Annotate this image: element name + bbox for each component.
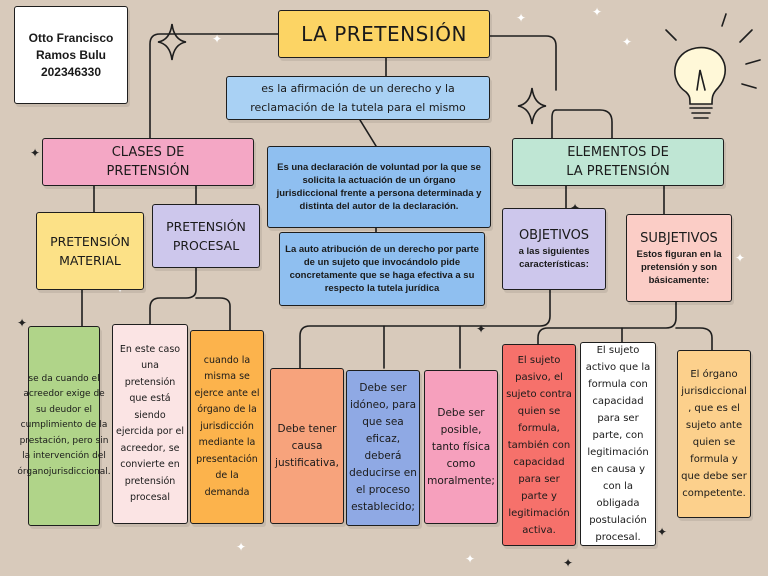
procesal-line2: PROCESAL xyxy=(172,238,240,253)
objetivos-item-posible: Debe ser posible, tanto física como mora… xyxy=(424,370,498,524)
objetivos-item-idoneo-text: Debe ser idóneo, para que sea eficaz, de… xyxy=(349,382,417,513)
classes-heading: CLASES DE PRETENSIÓN xyxy=(42,138,254,186)
procesal-description-a: En este caso una pretensión que está sie… xyxy=(112,324,188,524)
star-dot-icon: ✦ xyxy=(657,525,668,539)
star-dot-icon: ✦ xyxy=(592,5,603,19)
self-attribution-note-text: La auto atribución de un derecho por par… xyxy=(285,244,479,294)
elements-heading-line2: LA PRETENSIÓN xyxy=(566,164,670,179)
subjetivos-title: SUBJETIVOS xyxy=(640,230,718,246)
subjetivos-item-activo-text: El sujeto activo que la formula con capa… xyxy=(585,345,651,543)
material-description-text: se da cuando el acreedor exige de su deu… xyxy=(17,373,111,477)
self-attribution-note: La auto atribución de un derecho por par… xyxy=(279,232,485,306)
material-line1: PRETENSIÓN xyxy=(50,234,130,249)
sparkle-icon xyxy=(517,87,547,125)
star-dot-icon: ✦ xyxy=(236,540,247,554)
procesal-description-a-text: En este caso una pretensión que está sie… xyxy=(115,343,184,504)
subjetivos-item-organo: El órgano jurisdiccional , que es el suj… xyxy=(677,350,751,518)
declaration-note: Es una declaración de voluntad por la qu… xyxy=(267,146,491,228)
subjetivos-item-activo: El sujeto activo que la formula con capa… xyxy=(580,342,656,546)
star-dot-icon: ✦ xyxy=(476,322,487,336)
subjetivos-item-pasivo-text: El sujeto pasivo, el sujeto contra quien… xyxy=(506,354,572,536)
page-title-text: LA PRETENSIÓN xyxy=(301,22,467,46)
author-id: 202346330 xyxy=(40,64,102,79)
author-card: Otto Francisco Ramos Bulu 202346330 xyxy=(14,6,128,104)
classes-heading-line1: CLASES DE xyxy=(111,145,185,160)
author-name-line2: Ramos Bulu xyxy=(35,47,106,62)
material-line2: MATERIAL xyxy=(59,253,121,268)
procesal-description-b-text: cuando la misma se ejerce ante el órgano… xyxy=(194,354,260,498)
procesal-box: PRETENSIÓN PROCESAL xyxy=(152,204,260,268)
elements-heading-line1: ELEMENTOS DE xyxy=(567,145,669,160)
material-description: se da cuando el acreedor exige de su deu… xyxy=(17,326,111,526)
objetivos-box: OBJETIVOS a las siguientes característic… xyxy=(502,208,606,290)
definition-line1: es la afirmación de un derecho y la xyxy=(261,82,455,95)
subjetivos-item-pasivo: El sujeto pasivo, el sujeto contra quien… xyxy=(502,344,576,546)
star-dot-icon: ✦ xyxy=(212,32,223,46)
classes-heading-line2: PRETENSIÓN xyxy=(106,164,190,179)
objetivos-item-idoneo: Debe ser idóneo, para que sea eficaz, de… xyxy=(346,370,420,526)
star-dot-icon: ✦ xyxy=(465,552,476,566)
star-dot-icon: ✦ xyxy=(563,556,574,570)
objetivos-item-causa-text: Debe tener causa justificativa, xyxy=(275,422,339,469)
material-box: PRETENSIÓN MATERIAL xyxy=(36,212,144,290)
author-name-line1: Otto Francisco xyxy=(28,30,114,45)
subjetivos-subtitle: Estos figuran en la pretensión y son bás… xyxy=(636,248,722,286)
objetivos-title: OBJETIVOS xyxy=(518,228,590,243)
procesal-description-b: cuando la misma se ejerce ante el órgano… xyxy=(190,330,264,524)
star-dot-icon: ✦ xyxy=(30,146,41,160)
procesal-line1: PRETENSIÓN xyxy=(166,219,246,234)
definition-line2: reclamación de la tutela para el mismo xyxy=(250,101,466,114)
star-dot-icon: ✦ xyxy=(17,316,28,330)
objetivos-item-posible-text: Debe ser posible, tanto física como mora… xyxy=(427,406,495,487)
star-dot-icon: ✦ xyxy=(735,251,746,265)
objetivos-item-causa: Debe tener causa justificativa, xyxy=(270,368,344,524)
star-dot-icon: ✦ xyxy=(516,11,527,25)
definition-box: es la afirmación de un derecho y la recl… xyxy=(226,76,490,120)
subjetivos-item-organo-text: El órgano jurisdiccional , que es el suj… xyxy=(681,369,747,499)
subjetivos-box: SUBJETIVOS Estos figuran en la pretensió… xyxy=(626,214,732,302)
objetivos-subtitle: a las siguientes características: xyxy=(518,246,590,270)
page-title: LA PRETENSIÓN xyxy=(278,10,490,58)
declaration-note-text: Es una declaración de voluntad por la qu… xyxy=(276,162,482,212)
star-dot-icon: ✦ xyxy=(622,35,633,49)
sparkle-icon xyxy=(157,23,187,61)
elements-heading: ELEMENTOS DE LA PRETENSIÓN xyxy=(512,138,724,186)
